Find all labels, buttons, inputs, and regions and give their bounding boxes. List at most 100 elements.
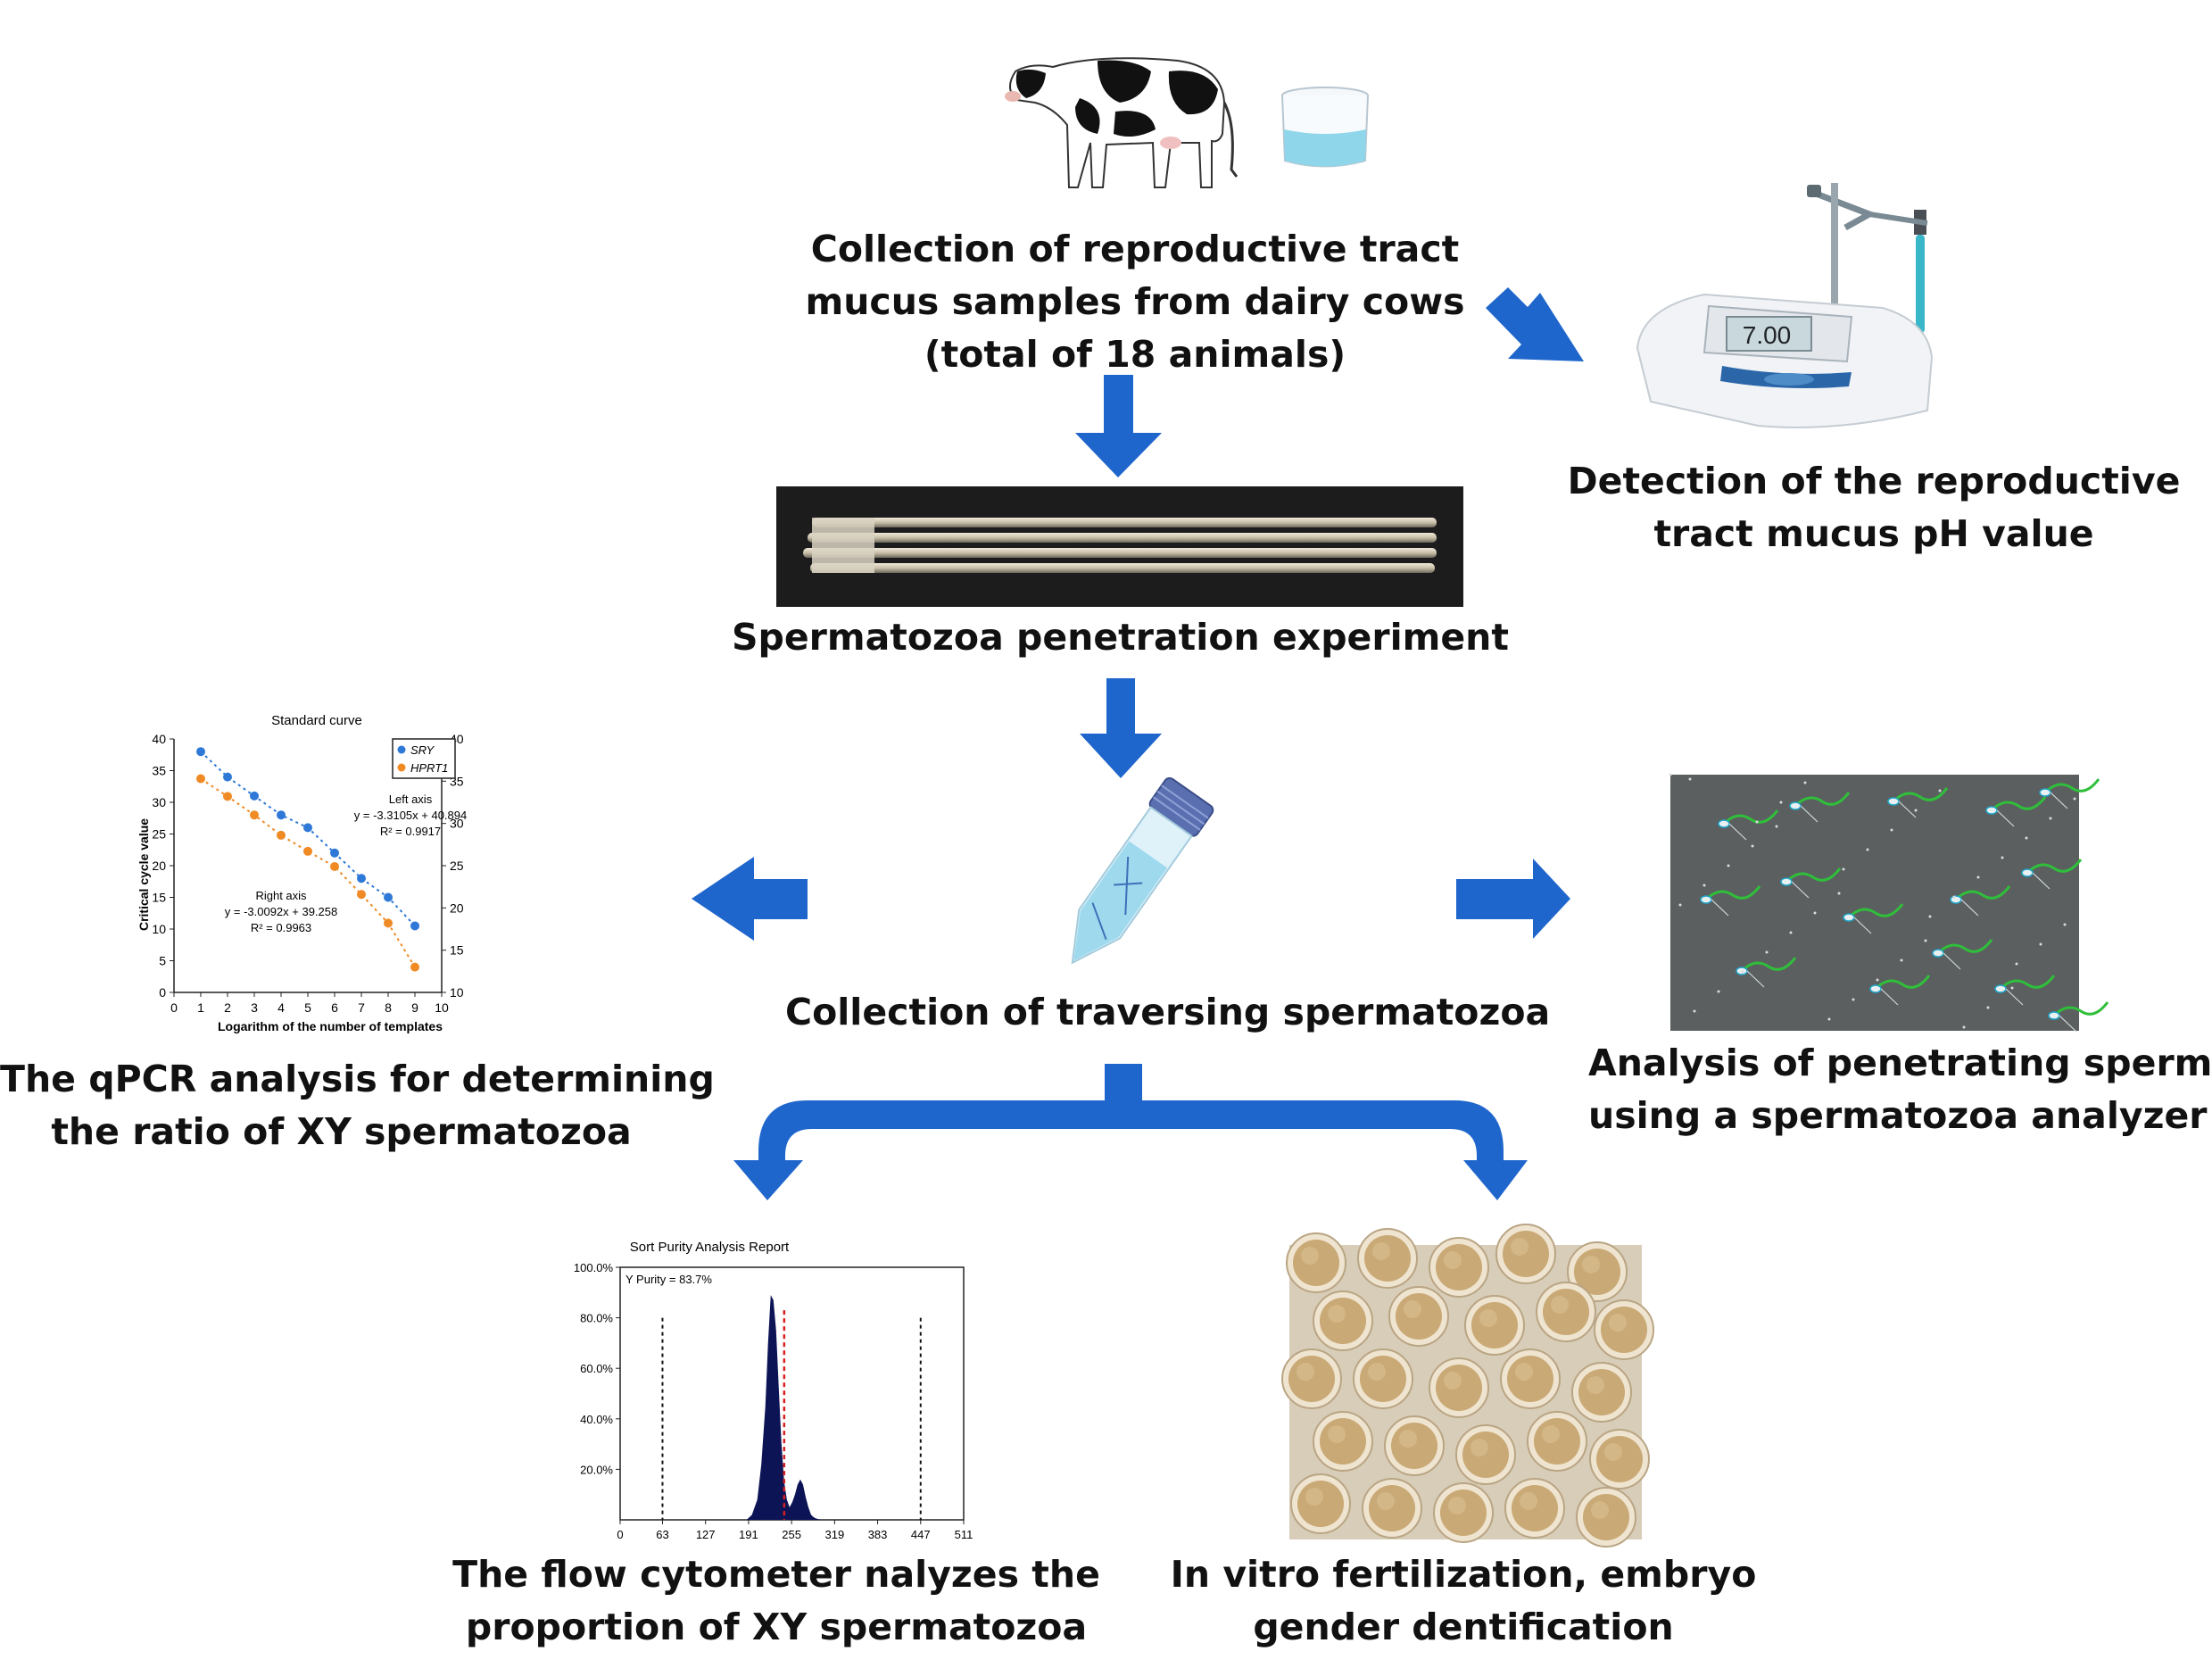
- caption-collection-line3: (total of 18 animals): [924, 333, 1346, 376]
- embryo-cell: [1534, 1418, 1580, 1465]
- cell-highlight: [1368, 1363, 1386, 1381]
- cell-highlight: [1372, 1242, 1390, 1260]
- x-tick-label: 4: [278, 1000, 285, 1015]
- ph-meter-icon: 7.00: [1636, 183, 1934, 428]
- sperm-track: [1785, 867, 1842, 884]
- cell-highlight: [1399, 1430, 1417, 1448]
- chart-x-axis-label: Logarithm of the number of templates: [218, 1019, 443, 1033]
- y-tick-label: 15: [152, 891, 166, 905]
- debris-dot: [1693, 1009, 1696, 1013]
- debris-dot: [1803, 781, 1807, 784]
- x-tick-label: 2: [224, 1000, 231, 1015]
- cell-highlight: [1297, 1363, 1314, 1381]
- debris-dot: [1678, 903, 1682, 907]
- sperm-head: [1932, 949, 1944, 958]
- legend-hprt1-marker: [397, 763, 406, 772]
- debris-dot: [2073, 797, 2076, 801]
- embryo-cell: [1320, 1298, 1366, 1344]
- debris-dot: [1775, 825, 1778, 828]
- annotation-left-equation: y = -3.3105x + 40.894: [354, 809, 467, 822]
- sperm-tracks: [1669, 773, 2109, 1033]
- sperm-tail: [1898, 801, 1917, 818]
- point-sry: [357, 874, 366, 884]
- caption-collection: Collection of reproductive tract mucus s…: [756, 223, 1514, 381]
- point-hprt1: [277, 830, 286, 840]
- x-tick-label: 5: [304, 1000, 311, 1015]
- legend-hprt1-label: HPRT1: [410, 761, 448, 775]
- chart-title: Sort Purity Analysis Report: [630, 1240, 790, 1255]
- cell-highlight: [1471, 1439, 1488, 1456]
- point-hprt1: [357, 890, 366, 900]
- embryo-cell: [1293, 1240, 1339, 1286]
- caption-ph-line2: tract mucus pH value: [1653, 512, 2094, 555]
- cell-highlight: [1305, 1488, 1323, 1506]
- x-tick-label: 63: [656, 1528, 668, 1541]
- sperm-track: [1990, 796, 2047, 812]
- debris-dot: [1727, 864, 1730, 867]
- debris-dot: [2063, 923, 2067, 926]
- sperm-head: [1789, 801, 1802, 810]
- embryo-cell: [1543, 1289, 1589, 1335]
- annotation-right-title: Right axis: [255, 889, 307, 902]
- y2-tick-label: 30: [450, 817, 464, 831]
- sperm-tail: [1800, 805, 1818, 823]
- y-tick-label: 60.0%: [580, 1362, 613, 1375]
- embryo-cell: [1503, 1231, 1549, 1277]
- x-tick-label: 191: [739, 1528, 758, 1541]
- cell-highlight: [1404, 1300, 1421, 1318]
- chart-marks: [661, 1295, 922, 1520]
- debris-dot: [1755, 820, 1759, 824]
- y-tick-label: 20: [152, 859, 166, 873]
- purity-annotation: Y Purity = 83.7%: [625, 1273, 712, 1286]
- penetration-tubes-photo: [776, 486, 1463, 607]
- conical-tube-icon: [1071, 776, 1214, 965]
- sperm-tail: [1746, 970, 1765, 988]
- debris-dot: [1741, 970, 1744, 974]
- sperm-tail: [1791, 881, 1810, 899]
- y-tick-label: 40: [152, 732, 166, 746]
- cell-highlight: [1604, 1443, 1622, 1461]
- cell-highlight: [1582, 1256, 1600, 1274]
- debris-dot: [1852, 998, 1855, 1001]
- cell-highlight: [1444, 1251, 1462, 1269]
- cell-highlight: [1515, 1363, 1533, 1381]
- debris-dot: [1702, 884, 1706, 887]
- sperm-track: [1892, 787, 1949, 803]
- caption-analyzer-line1: Analysis of penetrating sperm: [1588, 1041, 2212, 1084]
- y-tick-label: 0: [159, 985, 166, 1000]
- ph-meter-illustration: 7.00: [1636, 183, 1934, 428]
- sperm-track: [1936, 939, 1993, 955]
- cow-illustration: [1005, 57, 1239, 188]
- arrow-left-to-qpcr: [692, 857, 808, 941]
- beaker-illustration: [1281, 87, 1369, 168]
- embryo-cell: [1578, 1369, 1625, 1415]
- cell-highlight: [1328, 1305, 1346, 1323]
- debris-dot: [1938, 789, 1942, 793]
- trend-line-hprt1: [200, 777, 416, 968]
- embryo-cell: [1369, 1485, 1415, 1531]
- ph-display-readout: 7.00: [1743, 321, 1792, 349]
- cell-highlight: [1448, 1497, 1466, 1514]
- embryo-photo: [1281, 1224, 1654, 1548]
- cell-highlight: [1444, 1372, 1462, 1390]
- x-tick-label: 10: [435, 1000, 449, 1015]
- caption-ph: Detection of the reproductive tract mucu…: [1566, 455, 2182, 560]
- arrow-branch-right: [1123, 1100, 1528, 1200]
- debris-dot: [1976, 875, 1980, 879]
- y-tick-label: 25: [152, 827, 166, 842]
- debris-dot: [1890, 828, 1893, 832]
- chart-marks: [196, 747, 419, 972]
- point-hprt1: [330, 861, 339, 871]
- debris-dot: [1717, 990, 1720, 993]
- conical-tube-illustration: [1071, 776, 1214, 965]
- caption-collection-line1: Collection of reproductive tract: [810, 228, 1460, 270]
- sperm-track: [1847, 903, 1904, 919]
- debris-dot: [1751, 844, 1754, 848]
- y-tick-label: 100.0%: [574, 1261, 614, 1274]
- caption-flow: The flow cytometer nalyzes the proportio…: [446, 1548, 1106, 1654]
- sperm-track: [1794, 792, 1851, 808]
- point-sry: [223, 772, 232, 782]
- embryo-cell: [1364, 1235, 1411, 1282]
- x-tick-label: 255: [782, 1528, 801, 1541]
